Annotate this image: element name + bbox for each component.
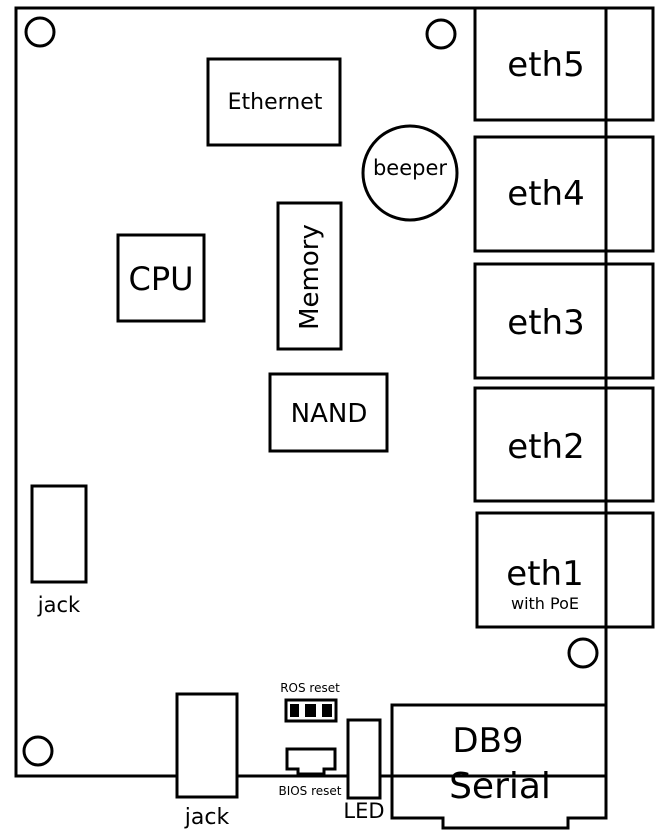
- bios-reset-label: BIOS reset: [278, 784, 341, 798]
- ros-reset-contact-middle: [305, 704, 316, 717]
- memory-chip: [276, 201, 343, 351]
- port-eth3-body: [473, 262, 655, 380]
- port-eth1-label: eth1: [506, 554, 583, 594]
- ros-reset-contact-right: [322, 704, 332, 717]
- port-eth4: eth4: [473, 135, 655, 253]
- port-eth2: eth2: [473, 386, 655, 503]
- mounting-hole-top-left: [24, 16, 56, 48]
- ros-reset-label: ROS reset: [280, 681, 340, 695]
- port-eth2-label: eth2: [507, 427, 584, 467]
- ros-reset-contact-left: [290, 704, 299, 717]
- beeper: [361, 124, 459, 222]
- left-jack: [30, 484, 88, 584]
- serial-label: Serial: [449, 766, 551, 807]
- cpu-chip-label: CPU: [128, 260, 193, 298]
- memory-chip-label: Memory: [295, 224, 325, 330]
- port-eth5-body: [473, 6, 655, 122]
- port-eth5-label: eth5: [507, 45, 584, 85]
- bottom-jack-label: jack: [184, 805, 230, 830]
- port-eth1-body: [475, 511, 655, 629]
- port-eth1: eth1 with PoE: [475, 511, 655, 629]
- mounting-hole-top-right: [425, 18, 457, 50]
- led: [346, 718, 382, 800]
- mounting-hole-bottom-left: [22, 735, 54, 767]
- nand-chip: [268, 372, 389, 453]
- port-eth5: eth5: [473, 6, 655, 122]
- ethernet-chip: [206, 57, 342, 147]
- cpu-chip: [116, 233, 206, 323]
- port-eth1-sublabel: with PoE: [511, 594, 579, 613]
- port-eth2-body: [473, 386, 655, 503]
- beeper-label: beeper: [373, 156, 447, 180]
- ros-reset-button[interactable]: [284, 698, 338, 723]
- db9-label: DB9: [452, 721, 523, 761]
- nand-chip-label: NAND: [291, 399, 368, 429]
- port-eth4-body: [473, 135, 655, 253]
- mounting-hole-bottom-right: [567, 637, 599, 669]
- left-jack-label: jack: [37, 593, 81, 617]
- bios-reset-button[interactable]: [285, 747, 337, 776]
- port-eth3-label: eth3: [507, 303, 584, 343]
- ethernet-chip-label: Ethernet: [228, 90, 323, 115]
- port-eth3: eth3: [473, 262, 655, 380]
- port-eth4-label: eth4: [507, 174, 584, 214]
- bottom-jack: [175, 692, 239, 799]
- led-label: LED: [343, 799, 384, 823]
- db9-serial-connector: [390, 703, 608, 830]
